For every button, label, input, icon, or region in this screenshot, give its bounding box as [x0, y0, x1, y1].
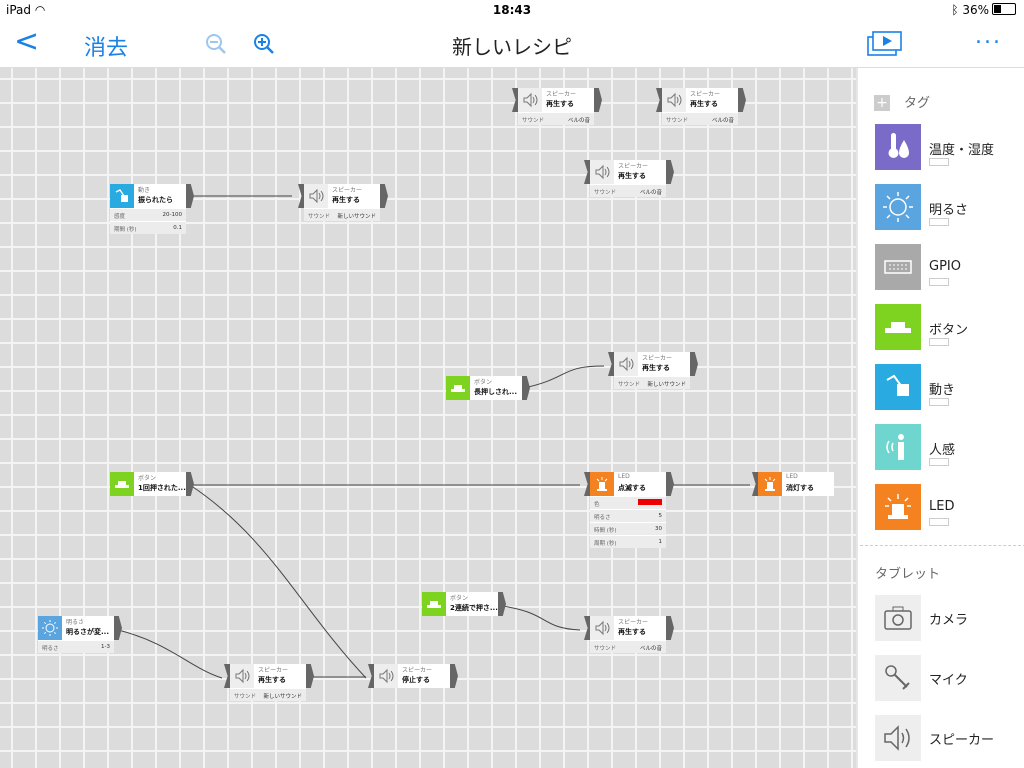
speaker-icon [304, 184, 328, 208]
bluetooth-icon: ᛒ [951, 3, 963, 17]
tag-button[interactable] [875, 304, 921, 350]
camera-icon [884, 606, 912, 630]
status-bar: iPad ◠ 18:43 ᛒ 36% [0, 0, 1024, 20]
more-menu-button[interactable]: ... [975, 24, 1002, 49]
clock: 18:43 [492, 3, 532, 17]
sun-icon [883, 192, 913, 222]
delete-button[interactable]: 消去 [84, 36, 129, 61]
tablet-mic[interactable] [875, 655, 921, 701]
mic-icon [885, 665, 910, 690]
output-port[interactable] [114, 616, 122, 640]
output-port[interactable] [666, 472, 674, 496]
tablet-label: マイク [929, 673, 968, 688]
led-icon [590, 472, 614, 496]
battery-indicator [929, 458, 949, 466]
output-port[interactable] [594, 88, 602, 112]
led-color-swatch[interactable] [638, 499, 662, 505]
gpio-icon [884, 260, 912, 274]
back-button[interactable]: < [14, 24, 40, 59]
speaker-icon [518, 88, 542, 112]
tablet-speaker[interactable] [875, 715, 921, 761]
device-label: iPad ◠ [6, 3, 46, 17]
output-port[interactable] [690, 352, 698, 376]
wire-lux1-spk7 [117, 629, 223, 679]
output-port[interactable] [522, 376, 530, 400]
wire-btn2-spk8 [189, 484, 367, 679]
battery-icon [992, 3, 1016, 15]
output-port[interactable] [306, 664, 314, 688]
led-icon [885, 494, 911, 519]
speaker-icon [884, 725, 910, 751]
output-port[interactable] [666, 616, 674, 640]
wifi-icon: ◠ [34, 3, 46, 17]
button-icon [885, 322, 911, 333]
output-port[interactable] [450, 664, 458, 688]
output-port[interactable] [666, 160, 674, 184]
tag-label: ボタン [929, 323, 969, 338]
add-tag-button[interactable]: + [874, 95, 890, 111]
tag-motion[interactable] [875, 364, 921, 410]
motion-icon [110, 184, 134, 208]
thermometer-icon [888, 133, 909, 158]
tag-label: 温度・湿度 [929, 143, 995, 158]
output-port[interactable] [380, 184, 388, 208]
component-palette: +タグ 温度・湿度 明るさ GPIO ボタン 動き 人感 LED タブレット カ… [856, 68, 1024, 768]
section-divider [860, 545, 1024, 546]
tag-label: 動き [929, 383, 956, 398]
speaker-icon [590, 616, 614, 640]
zoom-out-icon[interactable] [204, 32, 228, 56]
recipe-canvas[interactable]: スピーカー再生する サウンドベルの音 スピーカー再生する サウンドベルの音 スピ… [0, 68, 856, 768]
tablet-label: カメラ [929, 613, 969, 628]
zoom-in-icon[interactable] [252, 32, 276, 56]
speaker-icon [374, 664, 398, 688]
tag-gpio[interactable] [875, 244, 921, 290]
wire-btn1-spk5 [523, 365, 605, 389]
person-icon [886, 434, 904, 460]
output-port[interactable] [738, 88, 746, 112]
tablet-camera[interactable] [875, 595, 921, 641]
speaker-icon [590, 160, 614, 184]
battery-indicator [929, 398, 949, 406]
tag-led[interactable] [875, 484, 921, 530]
tag-label: 人感 [929, 443, 956, 458]
wire-btn3-spk6 [501, 605, 581, 631]
nav-bar: < 消去 新しいレシピ ... [0, 20, 1024, 68]
battery-indicator [929, 338, 949, 346]
output-port[interactable] [186, 184, 194, 208]
button-icon [110, 472, 134, 496]
output-port[interactable] [186, 472, 194, 496]
tag-human-sensor[interactable] [875, 424, 921, 470]
output-port[interactable] [498, 592, 506, 616]
battery-indicator [929, 278, 949, 286]
speaker-icon [230, 664, 254, 688]
battery-indicator [929, 518, 949, 526]
battery-indicator [929, 218, 949, 226]
run-recipe-icon[interactable] [866, 30, 904, 58]
button-icon [446, 376, 470, 400]
tag-label: GPIO [929, 259, 961, 274]
battery-status: ᛒ 36% [951, 3, 1016, 17]
button-icon [422, 592, 446, 616]
tag-label: LED [929, 499, 955, 514]
battery-indicator [929, 158, 949, 166]
speaker-icon [614, 352, 638, 376]
tag-label: 明るさ [929, 203, 969, 218]
connections [117, 195, 750, 679]
sun-icon [38, 616, 62, 640]
tag-section-header: +タグ [874, 92, 930, 111]
tag-temp-humidity[interactable] [875, 124, 921, 170]
tag-brightness[interactable] [875, 184, 921, 230]
speaker-icon [662, 88, 686, 112]
tablet-label: スピーカー [929, 733, 995, 748]
motion-icon [886, 374, 909, 396]
tablet-section-header: タブレット [875, 567, 941, 582]
led-icon [758, 472, 782, 496]
